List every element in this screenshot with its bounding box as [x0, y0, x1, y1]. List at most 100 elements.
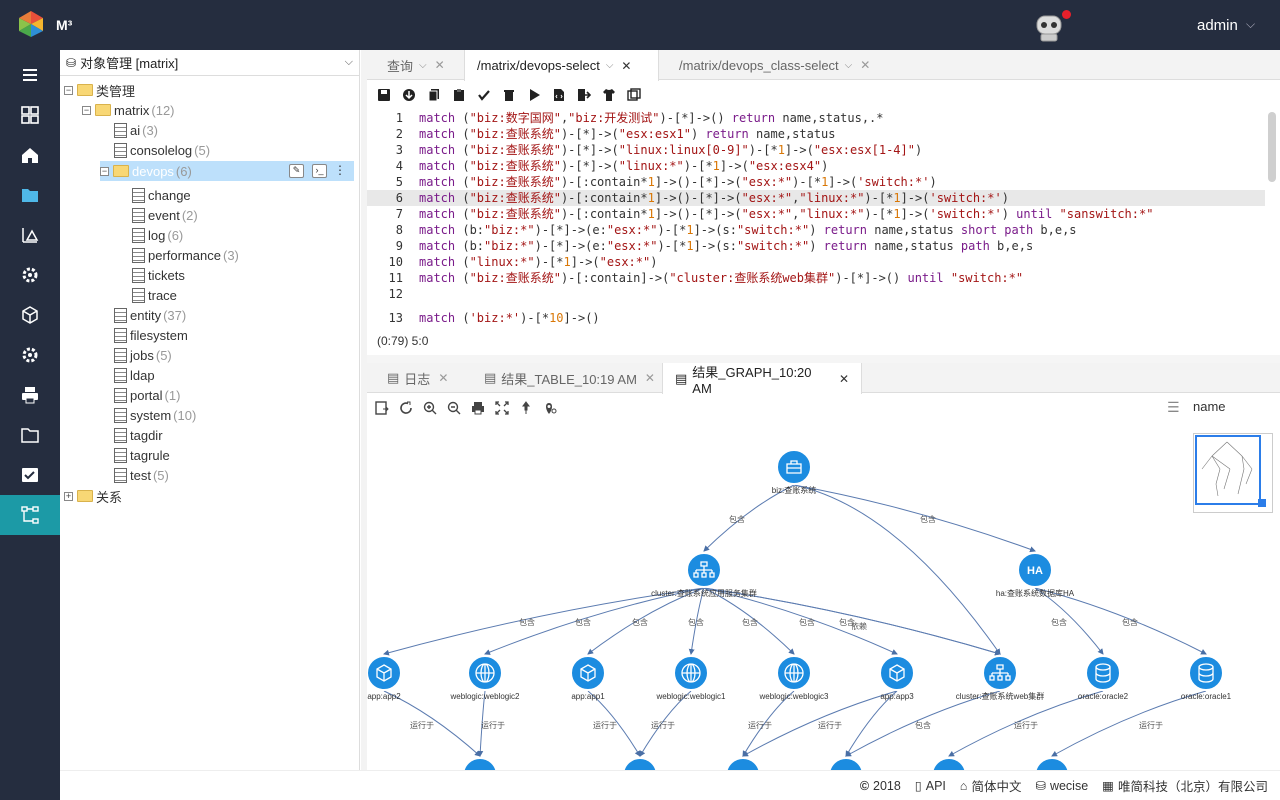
tree-node[interactable]: change — [132, 185, 193, 205]
menu-toggle-icon[interactable] — [0, 55, 60, 95]
refresh-icon[interactable] — [399, 401, 413, 415]
chevron-down-icon[interactable]: ⌵ — [344, 56, 353, 68]
tree-node[interactable]: −类管理 — [64, 83, 136, 99]
tree-node[interactable]: tickets — [132, 265, 187, 285]
zoom-in-icon[interactable] — [423, 401, 437, 415]
graph-node[interactable] — [1034, 757, 1070, 770]
close-icon[interactable]: ✕ — [621, 58, 632, 73]
edit-icon[interactable]: ✎ — [289, 164, 304, 178]
tree-node[interactable]: jobs(5) — [114, 345, 172, 365]
play-icon[interactable] — [527, 88, 541, 102]
tab-log[interactable]: ▤日志✕ — [387, 370, 449, 387]
panel-splitter[interactable] — [361, 50, 367, 770]
tree-node[interactable]: consolelog(5) — [114, 140, 210, 160]
close-icon[interactable]: ✕ — [838, 371, 849, 386]
tree-node[interactable]: event(2) — [132, 205, 198, 225]
collapse-icon[interactable]: − — [82, 104, 91, 115]
cube-icon[interactable] — [0, 295, 60, 335]
graph-canvas[interactable]: 包含包含包含包含包含包含包含包含包含依赖包含包含运行于运行于运行于运行于运行于运… — [367, 423, 1280, 770]
home-icon[interactable] — [0, 135, 60, 175]
tree-node[interactable]: portal(1) — [114, 385, 180, 405]
tree-node[interactable]: −matrix(12) — [82, 102, 175, 118]
tab-query[interactable]: 查询⌵✕ — [387, 58, 445, 74]
pin-icon[interactable] — [519, 401, 533, 415]
chevron-down-icon[interactable]: ⌵ — [419, 59, 427, 71]
print-icon[interactable] — [471, 401, 485, 415]
download-icon[interactable] — [402, 88, 416, 102]
collapse-icon[interactable]: − — [64, 84, 73, 95]
graph-node[interactable] — [828, 757, 864, 770]
close-icon[interactable]: ✕ — [438, 371, 449, 385]
save-icon[interactable] — [377, 88, 391, 102]
folder-check-icon[interactable] — [0, 175, 60, 215]
check-icon[interactable] — [477, 88, 491, 102]
tree-node[interactable]: tagrule — [114, 445, 172, 465]
fullscreen-icon[interactable] — [495, 401, 509, 415]
folder-icon[interactable] — [0, 415, 60, 455]
graph-node[interactable] — [462, 757, 498, 770]
tree-node[interactable]: test(5) — [114, 465, 169, 485]
settings-icon[interactable] — [0, 255, 60, 295]
close-icon[interactable]: ✕ — [434, 58, 445, 72]
paste-icon[interactable] — [452, 88, 466, 102]
robot-assistant-icon[interactable] — [1032, 10, 1066, 44]
window-icon[interactable] — [627, 88, 641, 102]
api-link[interactable]: ▯API — [914, 778, 946, 794]
tree-node-selected[interactable]: −devops(6) ✎ ›_ ⋮ — [100, 161, 354, 181]
panel-splitter-horizontal[interactable] — [367, 355, 1280, 363]
tree-node[interactable]: +关系 — [64, 489, 123, 505]
tab-devops-select[interactable]: /matrix/devops-select⌵✕ — [464, 50, 659, 81]
graph-node[interactable]: biz:查账系统 — [772, 449, 816, 495]
checklist-icon[interactable] — [0, 455, 60, 495]
expand-icon[interactable]: + — [64, 490, 73, 501]
graph-node[interactable]: cluster:查账系统web集群 — [956, 655, 1044, 701]
scrollbar[interactable] — [1268, 112, 1276, 182]
graph-node[interactable]: oracle:oracle1 — [1181, 655, 1232, 701]
graph-node[interactable]: app:app2 — [367, 655, 402, 701]
copy-icon[interactable] — [427, 88, 441, 102]
graph-node[interactable] — [931, 757, 967, 770]
graph-node[interactable] — [725, 757, 761, 770]
graph-node[interactable]: oracle:oracle2 — [1078, 655, 1129, 701]
terminal-icon[interactable]: ›_ — [312, 164, 327, 178]
tree-node[interactable]: ldap — [114, 365, 157, 385]
theme-shirt-icon[interactable] — [602, 88, 616, 102]
user-menu[interactable]: admin — [1197, 17, 1238, 34]
tree-node[interactable]: trace — [132, 285, 179, 305]
code-line[interactable]: 12 — [388, 287, 403, 301]
tree-header[interactable]: ⛁ 对象管理 [matrix] ⌵ — [60, 50, 359, 76]
gear-icon[interactable] — [0, 335, 60, 375]
app-logo[interactable] — [17, 10, 45, 38]
collapse-icon[interactable]: − — [100, 165, 109, 176]
hamburger-icon[interactable]: ☰ — [1167, 399, 1180, 415]
tree-node[interactable]: tagdir — [114, 425, 165, 445]
language-link[interactable]: ⌂简体中文 — [959, 778, 1022, 795]
more-icon[interactable]: ⋮ — [334, 163, 346, 177]
graph-node[interactable]: weblogic:weblogic2 — [450, 655, 520, 701]
save-image-icon[interactable] — [375, 401, 389, 415]
tree-node[interactable]: log(6) — [132, 225, 183, 245]
zoom-out-icon[interactable] — [447, 401, 461, 415]
alert-chart-icon[interactable] — [0, 215, 60, 255]
close-icon[interactable]: ✕ — [860, 58, 871, 72]
graph-node[interactable]: cluster:查账系统应用服务集群 — [651, 552, 757, 598]
tree-node[interactable]: ai(3) — [114, 120, 158, 140]
tree-node[interactable]: filesystem — [114, 325, 190, 345]
chevron-down-icon[interactable]: ⌵ — [605, 60, 614, 71]
tab-result-table[interactable]: ▤结果_TABLE_10:19 AM✕ — [484, 370, 655, 387]
database-link[interactable]: ⛁wecise — [1035, 778, 1089, 794]
trash-icon[interactable] — [502, 88, 516, 102]
graph-node[interactable]: weblogic:weblogic3 — [759, 655, 829, 701]
tree-node[interactable]: system(10) — [114, 405, 196, 425]
